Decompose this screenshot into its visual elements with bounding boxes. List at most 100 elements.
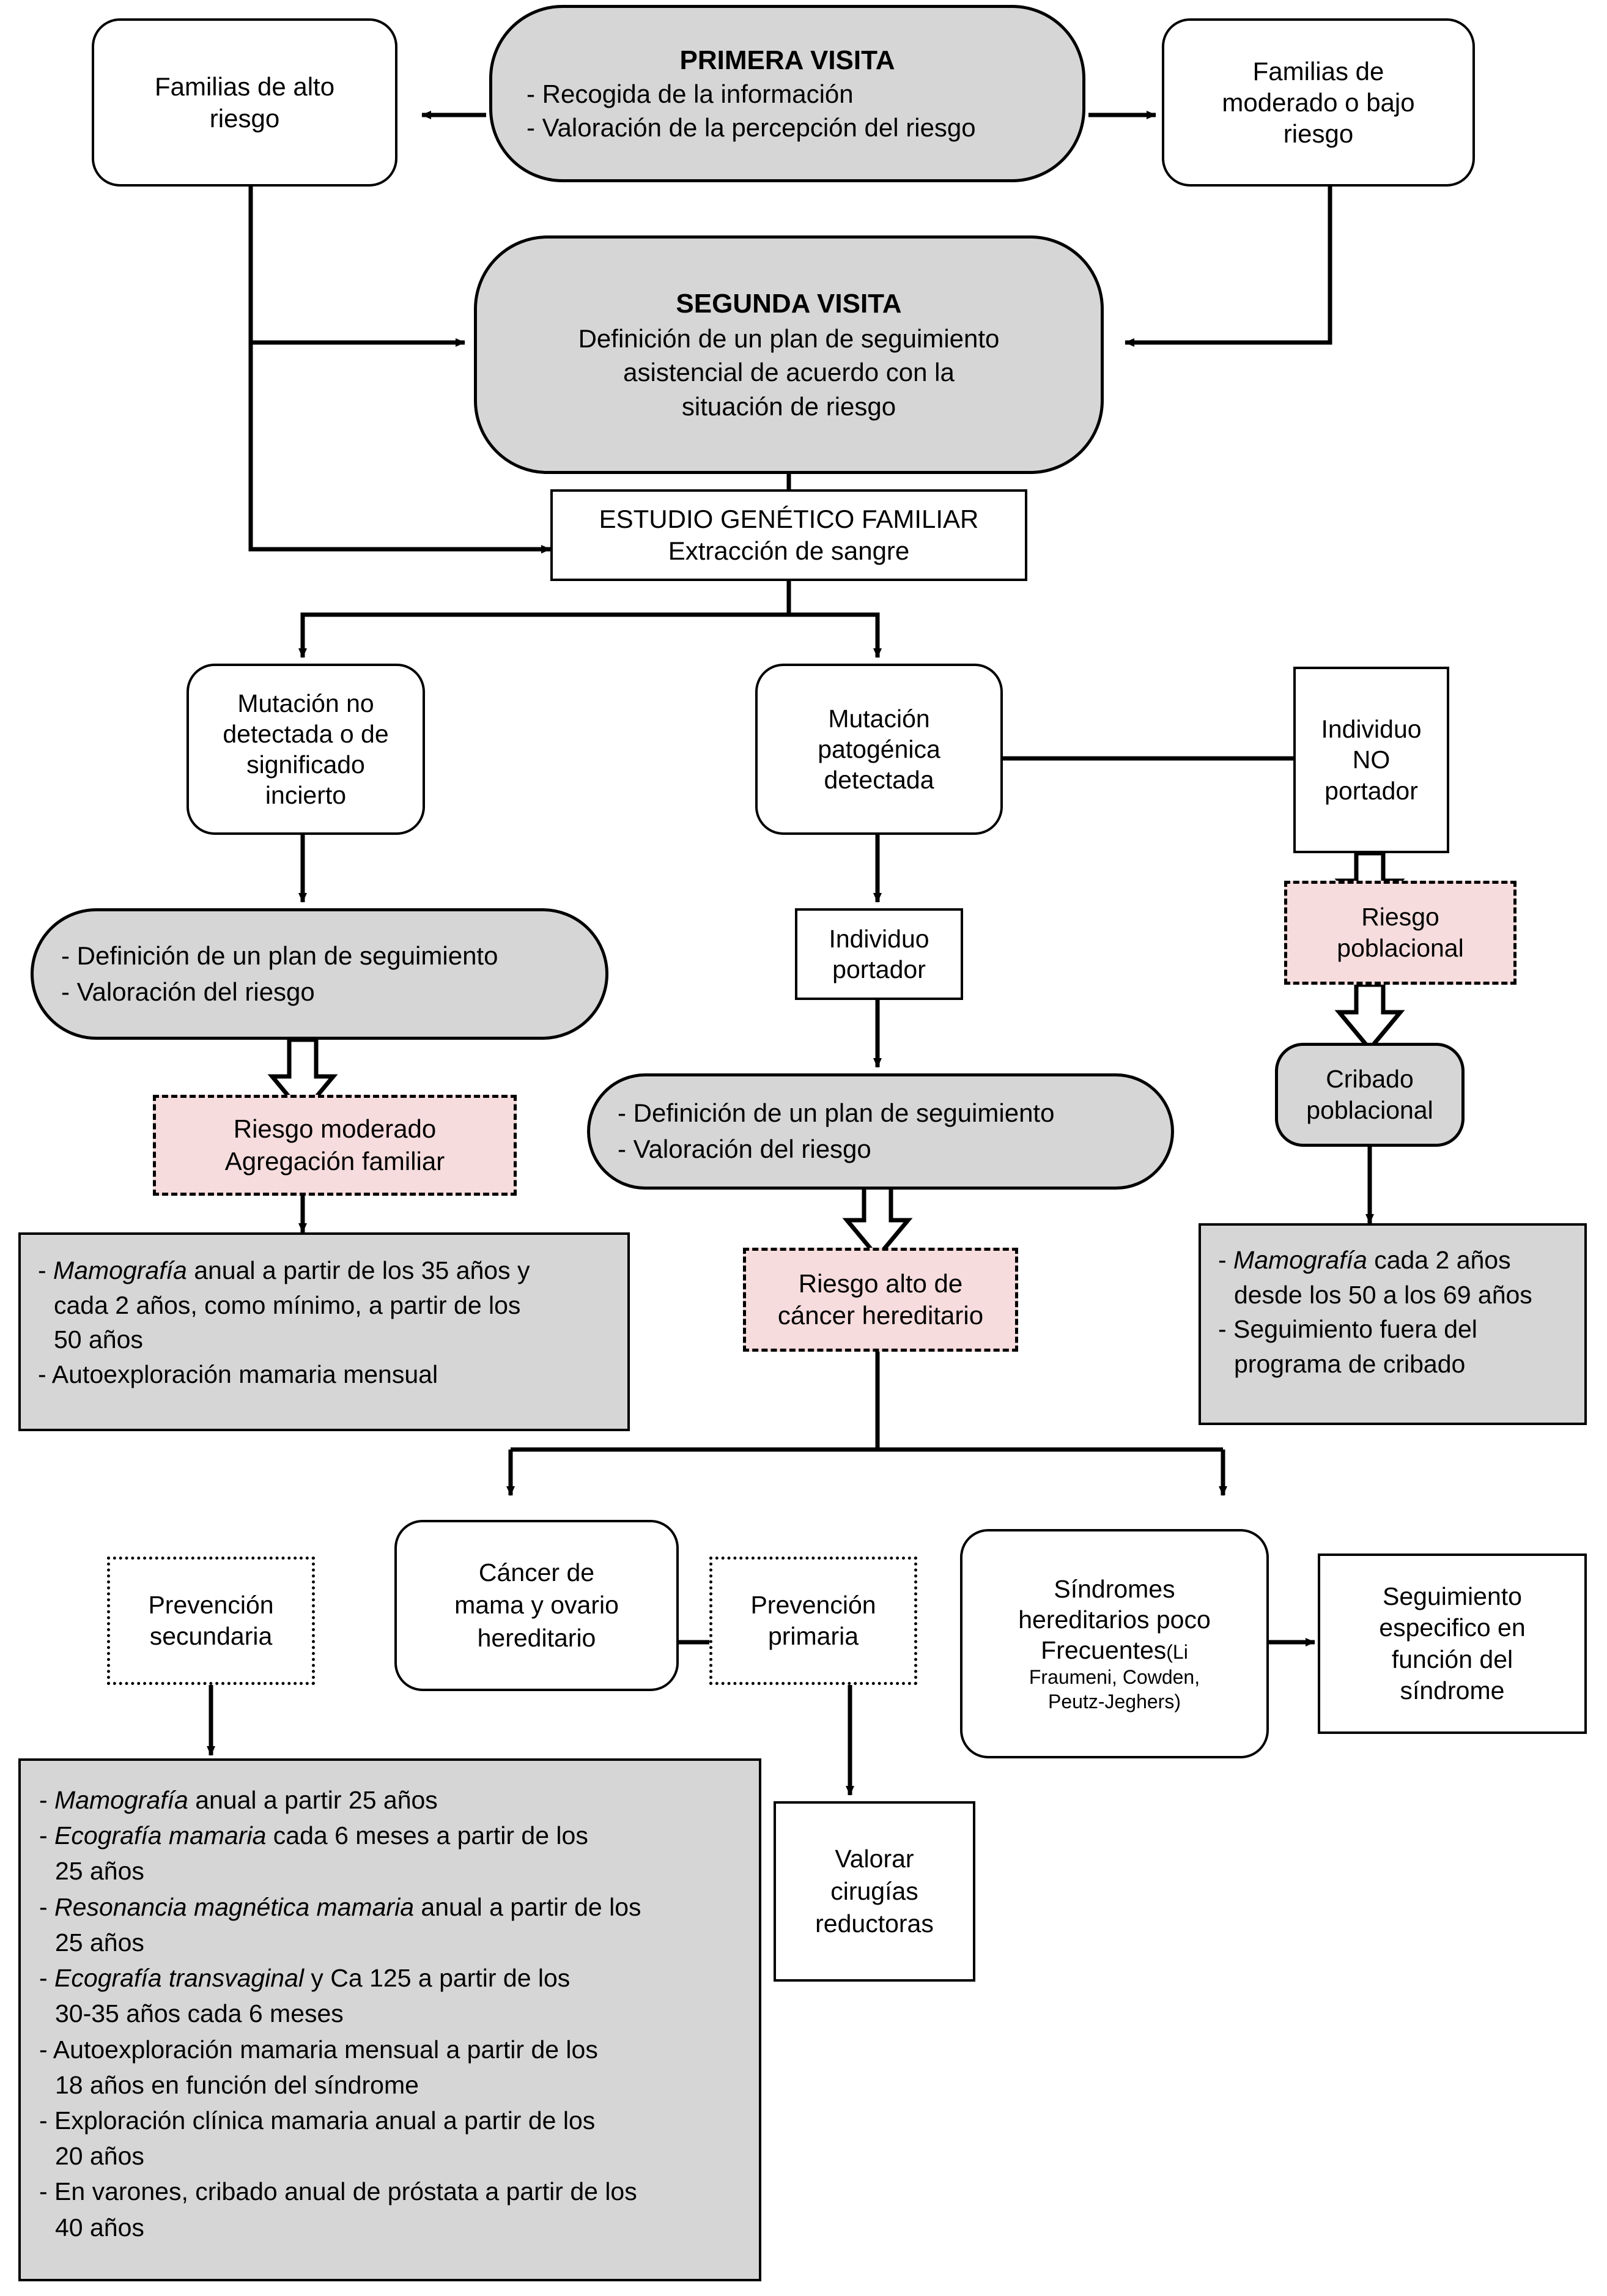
node-riesgo-moderado[interactable]: Riesgo moderado Agregación familiar [153, 1095, 517, 1196]
node-cribado-poblacional-label: Cribado poblacional [1306, 1064, 1433, 1124]
list-line-text: Autoexploración mamaria mensual a partir… [53, 2035, 598, 2064]
emphasised-term: Resonancia magnética mamaria [54, 1892, 415, 1921]
node-seguimiento-riesgo-moderado[interactable]: - Mamografía anual a partir de los 35 añ… [18, 1232, 630, 1431]
node-plan-seguimiento-alto-line2: - Valoración del riesgo [618, 1135, 871, 1163]
node-individuo-no-portador[interactable]: Individuo NO portador [1293, 667, 1449, 853]
node-sindromes-hereditarios[interactable]: Síndromes hereditarios poco Frecuentes(L… [960, 1529, 1269, 1758]
node-segunda-visita[interactable]: SEGUNDA VISITA Definición de un plan de … [474, 235, 1104, 474]
list-line: - En varones, cribado anual de próstata … [39, 2174, 759, 2209]
node-familias-moderado-bajo-riesgo[interactable]: Familias de moderado o bajo riesgo [1162, 18, 1475, 187]
list-line: - Mamografía anual a partir 25 años [39, 1782, 759, 1818]
list-line: - Resonancia magnética mamaria anual a p… [39, 1889, 759, 1925]
bullet-dash: - [38, 1256, 54, 1284]
node-sindromes-line3-small: (Li [1166, 1641, 1188, 1664]
node-segunda-visita-line3: situación de riesgo [681, 391, 896, 421]
node-sindromes-line5: Peutz-Jeghers) [1048, 1690, 1181, 1713]
node-primera-visita[interactable]: PRIMERA VISITA - Recogida de la informac… [489, 5, 1085, 182]
node-familias-alto-riesgo[interactable]: Familias de alto riesgo [92, 18, 397, 187]
list-line-text: cada 2 años, como mínimo, a partir de lo… [54, 1291, 521, 1319]
list-line-text: y Ca 125 a partir de los [304, 1964, 571, 1993]
list-line-text: desde los 50 a los 69 años [1234, 1280, 1532, 1309]
list-line-text: cada 6 meses a partir de los [266, 1821, 588, 1850]
node-familias-moderado-bajo-riesgo-label: Familias de moderado o bajo riesgo [1222, 56, 1415, 149]
list-line: 40 años [39, 2210, 759, 2245]
bullet-dash: - [39, 2177, 55, 2206]
bullet-dash: - [1218, 1246, 1234, 1274]
list-line: - Mamografía cada 2 años [1218, 1243, 1584, 1278]
emphasised-term: Mamografía [1233, 1246, 1367, 1274]
seguimiento-riesgo-moderado-list: - Mamografía anual a partir de los 35 añ… [21, 1235, 627, 1391]
list-line: - Mamografía anual a partir de los 35 añ… [38, 1253, 627, 1288]
list-line: 50 años [38, 1322, 627, 1357]
node-segunda-visita-line1: Definición de un plan de seguimiento [578, 324, 1000, 353]
node-seguimiento-especifico[interactable]: Seguimiento especifico en función del sí… [1318, 1554, 1587, 1734]
node-mutacion-no-detectada-label: Mutación no detectada o de significado i… [223, 689, 389, 810]
list-line-text: anual a partir de los 35 años y [187, 1256, 530, 1284]
node-mutacion-patogenica-label: Mutación patogénica detectada [818, 704, 940, 794]
node-prevencion-primaria-label: Prevención primaria [750, 1590, 876, 1650]
list-line-text: anual a partir 25 años [188, 1786, 438, 1814]
bullet-dash: - [39, 2106, 55, 2135]
node-individuo-no-portador-label: Individuo NO portador [1321, 715, 1422, 805]
list-line: desde los 50 a los 69 años [1218, 1278, 1584, 1313]
list-line-text: 40 años [55, 2213, 144, 2242]
list-line: 25 años [39, 1853, 759, 1889]
emphasised-term: Ecografía mamaria [54, 1821, 267, 1850]
node-seguimiento-especifico-label: Seguimiento especifico en función del sí… [1379, 1582, 1526, 1705]
emphasised-term: Ecografía transvaginal [54, 1964, 305, 1993]
list-line: - Ecografía transvaginal y Ca 125 a part… [39, 1960, 759, 1996]
node-valorar-cirugias[interactable]: Valorar cirugías reductoras [774, 1801, 975, 1982]
node-cancer-mama-ovario-label: Cáncer de mama y ovario hereditario [454, 1558, 619, 1652]
node-riesgo-alto[interactable]: Riesgo alto de cáncer hereditario [743, 1248, 1018, 1352]
list-line-text: cada 2 años [1367, 1246, 1511, 1274]
node-estudio-genetico-familiar[interactable]: ESTUDIO GENÉTICO FAMILIAR Extracción de … [550, 489, 1027, 581]
bullet-dash: - [39, 1821, 55, 1850]
node-plan-seguimiento-alto[interactable]: - Definición de un plan de seguimiento -… [587, 1073, 1174, 1190]
node-mutacion-patogenica[interactable]: Mutación patogénica detectada [755, 664, 1003, 835]
list-line-text: 18 años en función del síndrome [55, 2070, 419, 2099]
list-line: - Seguimiento fuera del [1218, 1312, 1584, 1347]
node-riesgo-poblacional[interactable]: Riesgo poblacional [1284, 881, 1516, 985]
node-prevencion-secundaria[interactable]: Prevención secundaria [107, 1557, 315, 1685]
node-plan-seguimiento-moderado-line2: - Valoración del riesgo [61, 977, 315, 1006]
node-cribado-poblacional[interactable]: Cribado poblacional [1275, 1043, 1465, 1147]
node-valorar-cirugias-label: Valorar cirugías reductoras [815, 1844, 934, 1938]
list-line: 18 años en función del síndrome [39, 2067, 759, 2103]
node-riesgo-alto-line2: cáncer hereditario [777, 1301, 984, 1330]
bullet-dash: - [39, 1786, 55, 1814]
list-line-text: 20 años [55, 2142, 144, 2171]
node-individuo-portador[interactable]: Individuo portador [795, 908, 963, 1000]
bullet-dash: - [39, 1964, 55, 1993]
list-line-text: anual a partir de los [414, 1892, 641, 1921]
bullet-dash: - [39, 1892, 55, 1921]
node-seguimiento-alto-riesgo[interactable]: - Mamografía anual a partir 25 años- Eco… [18, 1758, 761, 2281]
emphasised-term: Mamografía [54, 1786, 188, 1814]
list-line-text: 50 años [54, 1325, 143, 1354]
node-plan-seguimiento-moderado[interactable]: - Definición de un plan de seguimiento -… [31, 908, 608, 1040]
list-line: cada 2 años, como mínimo, a partir de lo… [38, 1288, 627, 1323]
node-prevencion-primaria[interactable]: Prevención primaria [709, 1557, 917, 1685]
node-cancer-mama-ovario[interactable]: Cáncer de mama y ovario hereditario [394, 1520, 679, 1691]
node-segunda-visita-title: SEGUNDA VISITA [676, 288, 902, 319]
node-plan-seguimiento-moderado-line1: - Definición de un plan de seguimiento [61, 941, 498, 970]
list-line-text: programa de cribado [1234, 1349, 1466, 1378]
seguimiento-alto-riesgo-list: - Mamografía anual a partir 25 años- Eco… [21, 1761, 759, 2245]
list-line: - Autoexploración mamaria mensual [38, 1357, 627, 1392]
emphasised-term: Mamografía [53, 1256, 187, 1284]
list-line-text: 25 años [55, 1928, 144, 1957]
node-sindromes-line1: Síndromes [1054, 1575, 1175, 1604]
node-segunda-visita-line2: asistencial de acuerdo con la [623, 358, 955, 387]
node-estudio-genetico-line2: Extracción de sangre [668, 536, 910, 565]
node-riesgo-poblacional-label: Riesgo poblacional [1337, 902, 1464, 962]
node-familias-alto-riesgo-label: Familias de alto riesgo [154, 72, 335, 133]
bullet-dash: - [39, 2035, 53, 2064]
list-line-text: Seguimiento fuera del [1233, 1315, 1477, 1344]
list-line: - Exploración clínica mamaria anual a pa… [39, 2103, 759, 2138]
list-line-text: 30-35 años cada 6 meses [55, 1999, 344, 2028]
node-riesgo-moderado-line2: Agregación familiar [224, 1146, 445, 1176]
node-primera-visita-line2: - Valoración de la percepción del riesgo [526, 113, 976, 142]
list-line-text: 25 años [55, 1857, 144, 1886]
node-mutacion-no-detectada[interactable]: Mutación no detectada o de significado i… [187, 664, 425, 835]
